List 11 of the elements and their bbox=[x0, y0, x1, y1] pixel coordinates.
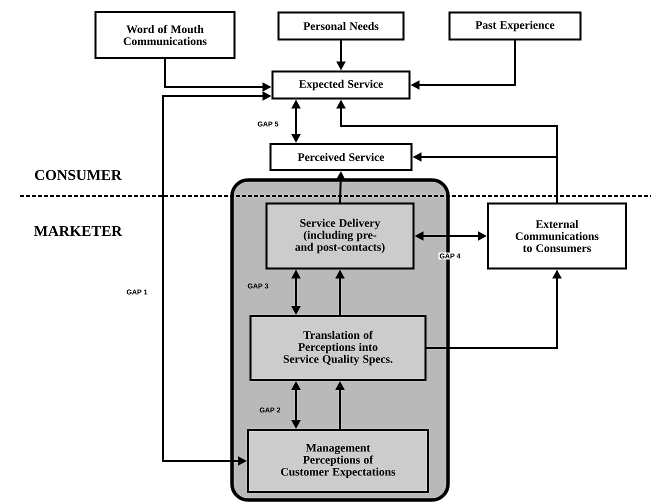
section-label: MARKETER bbox=[34, 226, 122, 236]
process-box: Expected Service bbox=[272, 70, 410, 100]
process-box: Perceived Service bbox=[270, 143, 412, 171]
source-box: Personal Needs bbox=[278, 12, 404, 40]
process-box: Service Delivery (including pre- and post-contacts) bbox=[266, 202, 414, 270]
process-box: Translation of Perceptions into Service Quality Specs. bbox=[250, 315, 426, 381]
process-box: External Communications to Consumers bbox=[487, 202, 627, 270]
source-box: Word of Mouth Communications bbox=[94, 11, 236, 59]
section-label: CONSUMER bbox=[34, 170, 122, 180]
source-box: Past Experience bbox=[448, 12, 582, 40]
process-box: Management Perceptions of Customer Expectations bbox=[247, 429, 429, 493]
